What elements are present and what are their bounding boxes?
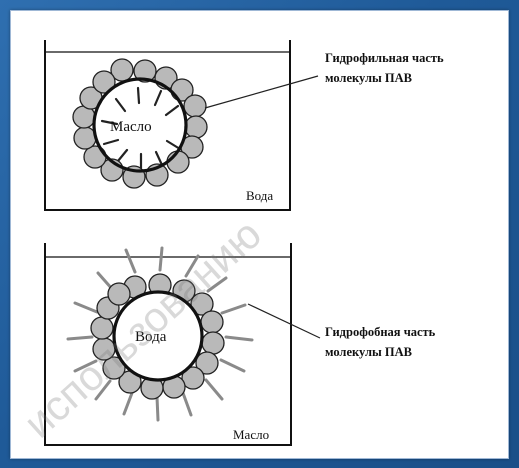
top-callout-line-2: молекулы ПАВ [325, 71, 412, 85]
bottom-callout-line [248, 304, 320, 338]
top-medium-label: Вода [246, 188, 273, 203]
bottom-callout-line-1: Гидрофобная часть [325, 325, 436, 339]
top-panel: Масло Вода Гидрофильная часть молекулы П… [45, 40, 444, 210]
bottom-medium-label: Масло [233, 427, 269, 442]
top-center-label: Масло [110, 119, 152, 135]
watermark: использованию [15, 210, 271, 447]
top-callout-line-1: Гидрофильная часть [325, 51, 444, 65]
top-callout-line [205, 76, 318, 108]
bottom-callout-line-2: молекулы ПАВ [325, 345, 412, 359]
